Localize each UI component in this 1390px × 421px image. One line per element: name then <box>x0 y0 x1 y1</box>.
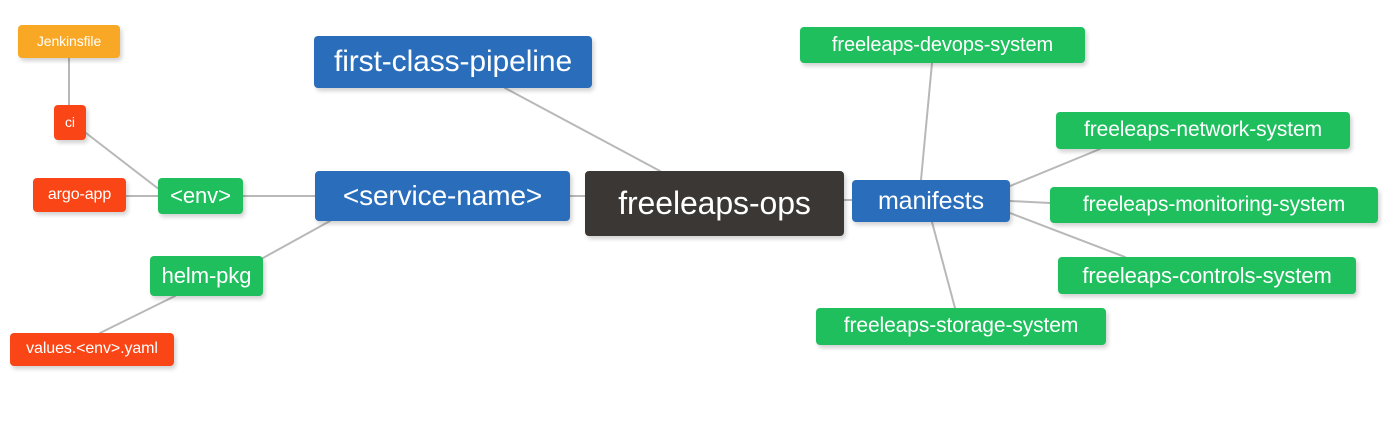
node-manifests[interactable]: manifests <box>852 180 1010 222</box>
node-label-helm-pkg: helm-pkg <box>161 263 252 289</box>
node-label-freeleaps-devops-system: freeleaps-devops-system <box>831 33 1054 56</box>
node-label-freeleaps-controls-system: freeleaps-controls-system <box>1082 262 1332 288</box>
node-values-yaml[interactable]: values.<env>.yaml <box>10 333 174 366</box>
edge-manifests-to-freeleaps-network-system <box>1009 148 1101 187</box>
node-label-freeleaps-monitoring-system: freeleaps-monitoring-system <box>1082 192 1346 216</box>
node-label-jenkinsfile: Jenkinsfile <box>36 33 102 50</box>
node-freeleaps-monitoring-system[interactable]: freeleaps-monitoring-system <box>1050 187 1378 223</box>
node-first-class-pipeline[interactable]: first-class-pipeline <box>314 36 592 88</box>
node-helm-pkg[interactable]: helm-pkg <box>150 256 263 296</box>
node-freeleaps-ops[interactable]: freeleaps-ops <box>585 171 844 236</box>
edge-manifests-to-freeleaps-storage-system <box>931 221 956 309</box>
node-label-freeleaps-ops: freeleaps-ops <box>618 184 811 221</box>
node-label-manifests: manifests <box>877 186 985 215</box>
node-freeleaps-storage-system[interactable]: freeleaps-storage-system <box>816 308 1106 345</box>
node-service-name[interactable]: <service-name> <box>315 171 570 221</box>
node-jenkinsfile[interactable]: Jenkinsfile <box>18 25 120 58</box>
edge-helm-pkg-to-values-yaml <box>99 295 176 334</box>
edge-manifests-to-freeleaps-monitoring-system <box>1009 200 1051 204</box>
node-label-first-class-pipeline: first-class-pipeline <box>333 45 573 79</box>
edge-first-class-pipeline-to-freeleaps-ops <box>504 87 661 172</box>
node-label-service-name: <service-name> <box>342 180 543 212</box>
node-label-freeleaps-storage-system: freeleaps-storage-system <box>843 314 1079 338</box>
node-label-env: <env> <box>170 183 231 209</box>
edge-manifests-to-freeleaps-devops-system <box>920 62 933 181</box>
node-argo-app[interactable]: argo-app <box>33 178 126 212</box>
node-freeleaps-controls-system[interactable]: freeleaps-controls-system <box>1058 257 1356 294</box>
node-ci[interactable]: ci <box>54 105 86 140</box>
edge-service-name-to-helm-pkg <box>262 220 331 259</box>
node-label-values-yaml: values.<env>.yaml <box>26 340 158 358</box>
node-label-argo-app: argo-app <box>47 185 112 203</box>
node-freeleaps-devops-system[interactable]: freeleaps-devops-system <box>800 27 1085 63</box>
node-label-ci: ci <box>65 114 75 131</box>
node-freeleaps-network-system[interactable]: freeleaps-network-system <box>1056 112 1350 149</box>
node-env[interactable]: <env> <box>158 178 243 214</box>
node-label-freeleaps-network-system: freeleaps-network-system <box>1083 118 1322 142</box>
